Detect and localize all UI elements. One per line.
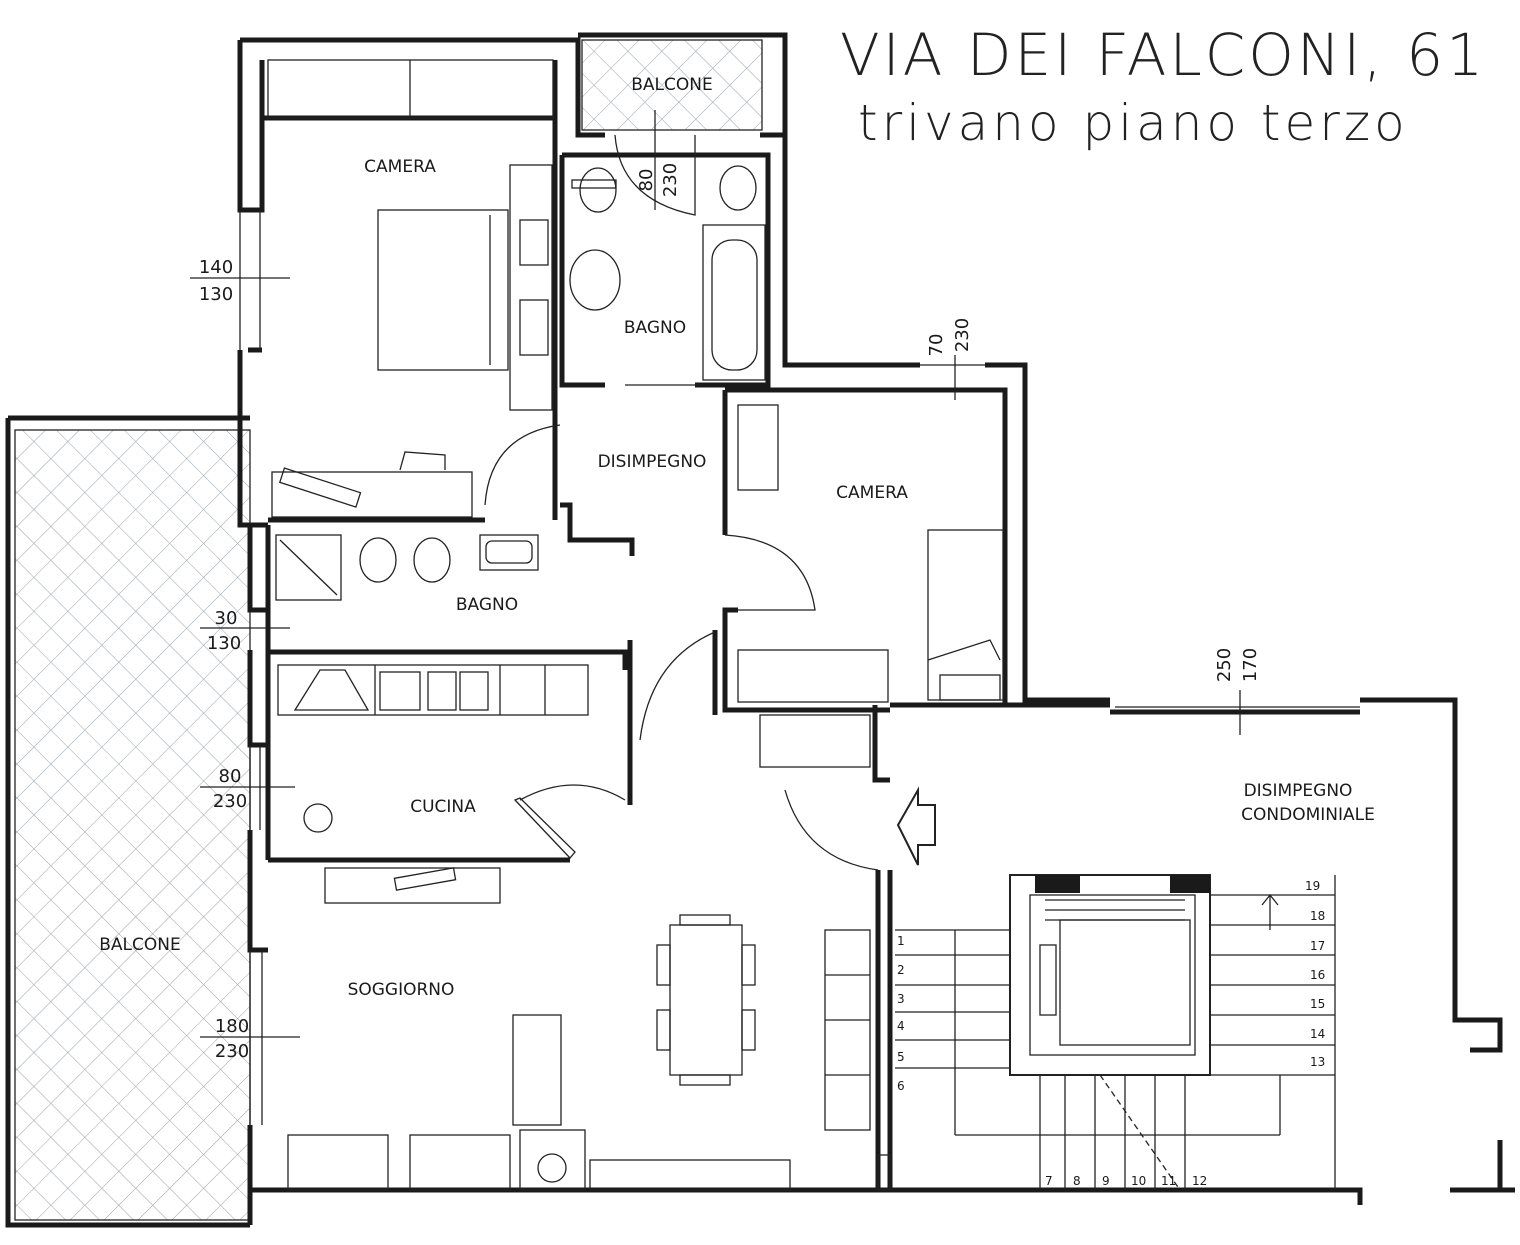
desk-camera-top (271, 451, 473, 518)
dim-camera-top-height: 130 (199, 284, 233, 305)
bathroom-top-fixtures (569, 165, 766, 381)
step-number: 5 (897, 1050, 905, 1064)
balcony-top (578, 32, 788, 138)
label-soggiorno: SOGGIORNO (348, 980, 455, 1000)
label-disimpegno-condominiale-2: CONDOMINIALE (1241, 805, 1375, 825)
bathroom-middle-fixtures (275, 534, 539, 601)
label-cucina: CUCINA (410, 797, 476, 817)
label-disimpegno-condominiale-1: DISIMPEGNO (1244, 781, 1353, 801)
step-number: 11 (1161, 1174, 1176, 1188)
plan-subtitle: trivano piano terzo (858, 94, 1409, 152)
step-number: 1 (897, 934, 905, 948)
kitchen-fixtures (277, 664, 589, 833)
window-marks (190, 110, 1360, 1125)
dim-soggiorno-height: 230 (215, 1041, 249, 1062)
dim-cucina-height: 230 (213, 791, 247, 812)
step-number: 18 (1310, 909, 1325, 923)
step-number: 12 (1192, 1174, 1207, 1188)
step-number: 13 (1310, 1055, 1325, 1069)
step-number: 9 (1102, 1174, 1110, 1188)
bed-camera-right (737, 404, 1004, 768)
step-number: 19 (1305, 879, 1320, 893)
dim-cucina-width: 80 (219, 766, 242, 787)
step-number: 14 (1310, 1027, 1325, 1041)
dim-soggiorno-width: 180 (215, 1016, 249, 1037)
label-balcone-left: BALCONE (99, 935, 180, 955)
dim-entrance-width: 250 (1214, 648, 1235, 682)
dim-bagno-width: 30 (215, 608, 238, 629)
dim-balcone-door-height: 230 (660, 163, 681, 197)
doors (484, 134, 879, 871)
label-bagno-top: BAGNO (624, 318, 686, 338)
step-number: 8 (1073, 1174, 1081, 1188)
step-number: 4 (897, 1019, 905, 1033)
balcony-left (5, 415, 251, 1228)
plan-title: VIA DEI FALCONI, 61 (840, 21, 1486, 89)
entrance-arrow-icon (896, 786, 936, 866)
step-number: 15 (1310, 997, 1325, 1011)
label-bagno-middle: BAGNO (456, 595, 518, 615)
dim-balcone-door-width: 80 (636, 169, 657, 192)
label-camera-top: CAMERA (364, 157, 436, 177)
label-camera-right: CAMERA (836, 483, 908, 503)
dim-camera-right-height: 230 (952, 318, 973, 352)
dim-bagno-height: 130 (207, 633, 241, 654)
interior-walls (262, 60, 1110, 1190)
step-number: 10 (1131, 1174, 1146, 1188)
step-number: 3 (897, 992, 905, 1006)
step-number: 17 (1310, 939, 1325, 953)
label-disimpegno: DISIMPEGNO (598, 452, 707, 472)
stair-step-numbers: 1 2 3 4 5 6 7 8 9 10 11 12 13 14 15 16 1… (897, 879, 1325, 1188)
stairwell (877, 874, 1336, 1191)
step-number: 16 (1310, 968, 1325, 982)
dim-camera-right-width: 70 (926, 334, 947, 357)
dim-entrance-height: 170 (1240, 648, 1261, 682)
step-number: 6 (897, 1079, 905, 1093)
dim-camera-top-width: 140 (199, 257, 233, 278)
bed-camera-top (267, 59, 554, 411)
living-room-furniture (287, 867, 871, 1191)
step-number: 2 (897, 963, 905, 977)
label-balcone-top: BALCONE (631, 75, 712, 95)
step-number: 7 (1045, 1174, 1053, 1188)
